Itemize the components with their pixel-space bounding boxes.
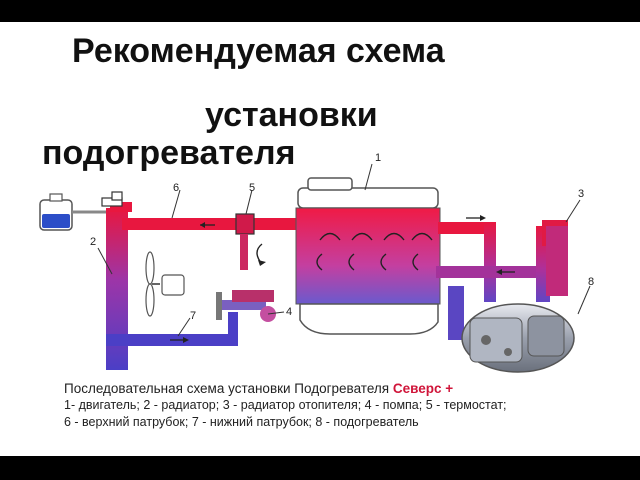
lower-hose <box>106 312 238 346</box>
fan-icon <box>145 251 185 317</box>
legend-title: Последовательная схема установки Подогре… <box>64 380 507 397</box>
title-line-1: Рекомендуемая схема <box>72 32 445 70</box>
bottom-letterbox <box>0 456 640 480</box>
label-6: 6 <box>173 182 180 194</box>
diagram-canvas: Рекомендуемая схема установки подогреват… <box>0 22 640 456</box>
brand-name: Северс + <box>392 381 454 396</box>
label-7: 7 <box>190 310 197 322</box>
label-3: 3 <box>578 188 585 200</box>
label-4: 4 <box>286 306 293 318</box>
title-line-3: подогревателя <box>42 134 296 172</box>
title-line-2: установки <box>205 96 378 134</box>
legend-caption: Последовательная схема установки Подогре… <box>64 380 507 431</box>
heater-core <box>436 215 568 302</box>
engine-block <box>256 177 441 335</box>
label-5: 5 <box>249 182 256 194</box>
legend-title-text: Последовательная схема установки Подогре… <box>64 381 390 396</box>
cooling-system-schematic <box>39 163 591 373</box>
legend-line-1: 1- двигатель; 2 - радиатор; 3 - радиатор… <box>64 398 507 412</box>
heater-unit <box>448 286 575 373</box>
label-1: 1 <box>375 152 382 164</box>
label-2: 2 <box>90 236 97 248</box>
legend-line-2: 6 - верхний патрубок; 7 - нижний патрубо… <box>64 415 419 429</box>
pump <box>216 290 276 322</box>
label-8: 8 <box>588 276 595 288</box>
expansion-tank <box>39 193 108 231</box>
top-letterbox <box>0 0 640 22</box>
radiator <box>101 191 132 370</box>
upper-hose <box>122 218 298 230</box>
thermostat <box>235 213 255 270</box>
